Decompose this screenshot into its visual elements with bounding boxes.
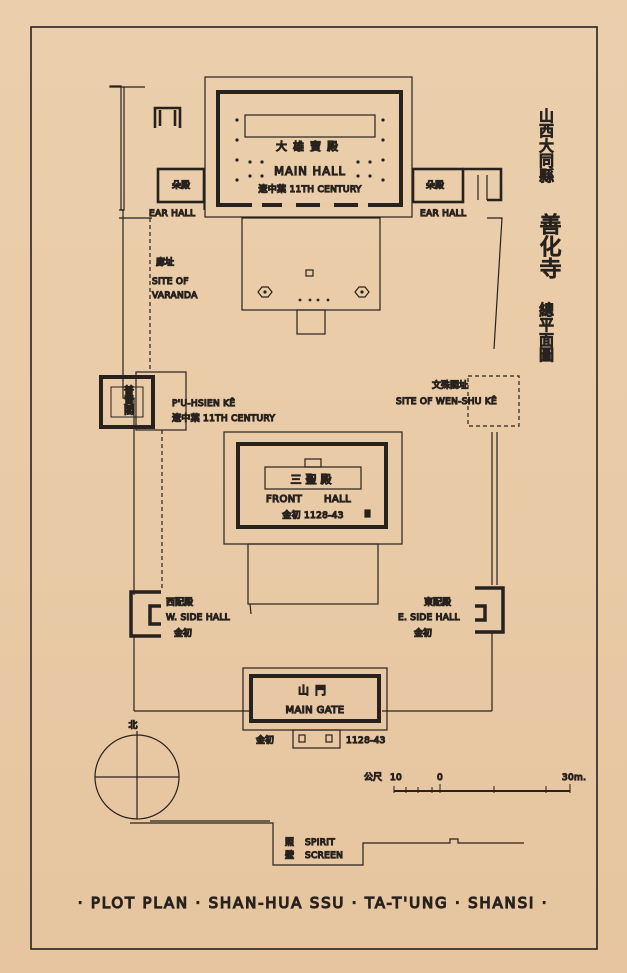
ear-hall-right-cn: 朵殿	[426, 180, 444, 191]
tablet-mark	[153, 106, 182, 128]
main-gate-date-cn: 金初	[256, 734, 274, 746]
title-name-cn: 善化寺	[536, 213, 562, 279]
main-hall-date: 遼中葉 11TH CENTURY	[258, 183, 361, 195]
compass-north: 北	[128, 720, 137, 731]
west-side-hall-en: W. SIDE HALL	[166, 613, 230, 623]
front-hall-date: 金初 1128-43	[282, 509, 343, 521]
front-hall-en1: FRONT	[266, 494, 303, 505]
west-side-hall-cn: 西配殿	[166, 597, 193, 608]
compound-wall	[109, 85, 503, 712]
puhsien-terrace	[135, 371, 187, 431]
main-hall-platform	[241, 217, 381, 311]
scale-tick-30: 30m.	[562, 773, 586, 783]
scale-unit: 公尺	[364, 772, 382, 783]
scale-bar	[393, 784, 571, 793]
main-hall-columns	[235, 118, 385, 182]
main-hall-building	[216, 90, 403, 207]
spirit-screen-en1: SPIRIT	[305, 838, 335, 848]
front-hall-cn: 三聖殿	[291, 473, 336, 486]
ear-hall-right-en: EAR HALL	[420, 209, 466, 219]
main-gate-steps	[292, 729, 341, 749]
incense-burners	[257, 286, 370, 298]
main-gate-en: MAIN GATE	[286, 705, 345, 716]
west-side-hall-date: 金初	[174, 627, 192, 639]
puhsien-building	[99, 375, 155, 429]
ear-hall-left-building	[156, 167, 206, 210]
east-side-hall-building	[475, 586, 505, 634]
main-hall-cn: 大雄寶殿	[276, 139, 344, 153]
veranda-cn: 廊址	[156, 256, 174, 268]
spirit-screen-en2: SCREEN	[305, 851, 343, 861]
main-gate-building	[249, 674, 381, 723]
ear-hall-right-building	[411, 167, 503, 204]
east-side-hall-date: 金初	[414, 627, 432, 639]
wenshu-site	[467, 375, 520, 427]
front-hall-platform	[247, 543, 379, 605]
main-hall-en: MAIN HALL	[274, 164, 346, 178]
wenshu-en: SITE OF WEN-SHU KÊ	[396, 395, 497, 407]
west-side-hall-building	[129, 590, 161, 638]
puhsien-date: 遼中葉 11TH CENTURY	[172, 412, 275, 424]
front-hall-building	[236, 442, 388, 529]
ear-hall-left-cn: 朵殿	[172, 180, 190, 191]
veranda-en2: VARANDA	[152, 291, 198, 301]
north-compass	[94, 731, 180, 820]
platform-altar	[305, 269, 314, 277]
title-plan-cn: 總平面圖	[537, 301, 555, 362]
puhsien-cn: 普賢閣	[122, 384, 134, 416]
scale-tick-0: 0	[437, 773, 443, 783]
main-hall-terrace	[204, 76, 413, 218]
spirit-screen-cn1: 照	[285, 837, 294, 848]
sheet-border	[30, 26, 598, 950]
spirit-screen-outline	[130, 822, 524, 866]
main-hall-steps	[296, 309, 326, 335]
wenshu-cn: 文殊閣址	[432, 379, 468, 391]
footer-title: · PLOT PLAN · SHAN-HUA SSU · TA-T'UNG · …	[78, 894, 549, 912]
scale-tick-10: 10	[390, 773, 402, 783]
ear-hall-left-en: EAR HALL	[149, 209, 195, 219]
main-gate-cn: 山門	[298, 684, 332, 697]
veranda-site-dashed	[149, 218, 163, 590]
main-gate-date: 1128-43	[346, 736, 386, 746]
east-side-hall-en: E. SIDE HALL	[398, 613, 460, 623]
east-side-hall-cn: 東配殿	[424, 596, 451, 608]
main-hall-altar	[244, 114, 376, 138]
title-place-cn: 山西大同縣	[537, 108, 555, 183]
puhsien-en: P'U-HSIEN KÊ	[172, 397, 235, 409]
veranda-en1: SITE OF	[152, 277, 189, 287]
front-hall-en2: HALL	[324, 494, 351, 505]
spirit-screen-cn2: 壁	[285, 849, 294, 861]
